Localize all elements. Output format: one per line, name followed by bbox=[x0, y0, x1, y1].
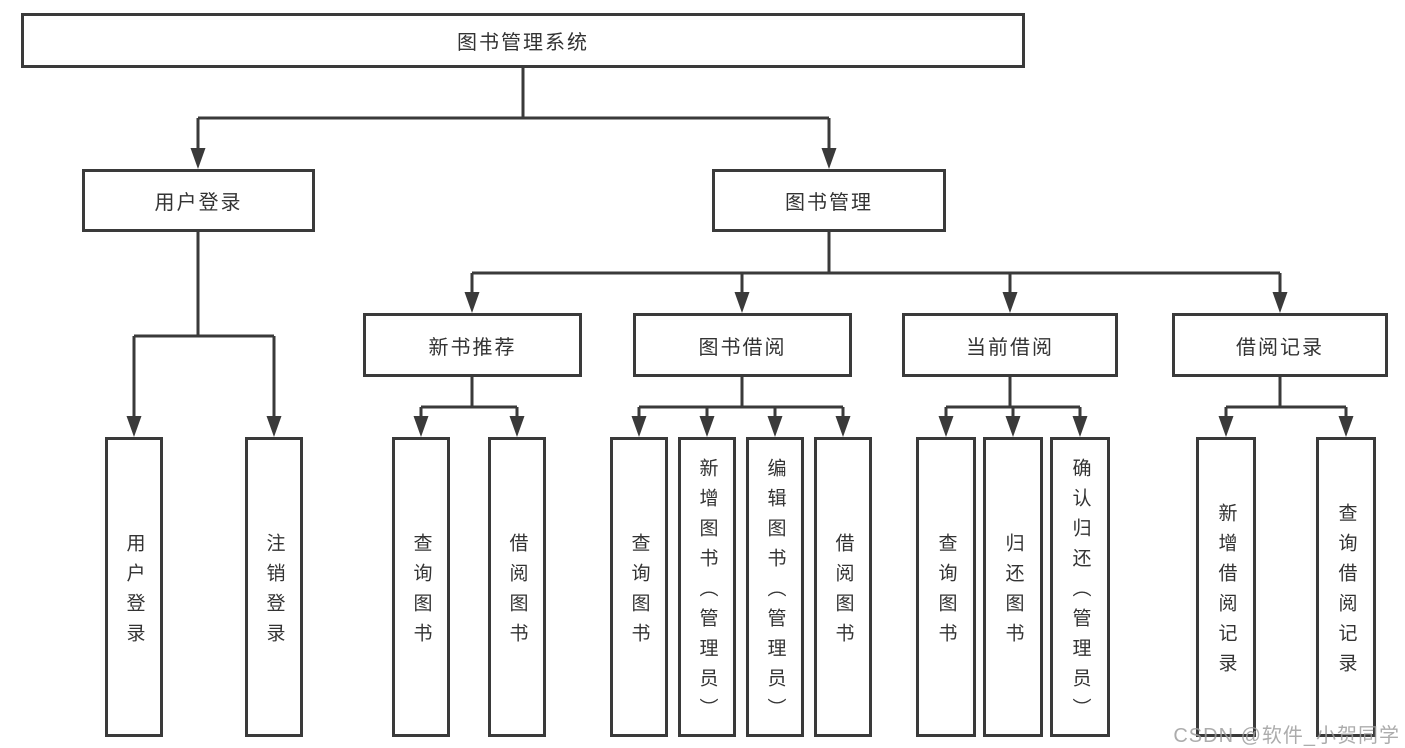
leaf-user-login: 用户登录 bbox=[105, 437, 163, 737]
leaf-cb-return-books: 归还图书 bbox=[983, 437, 1043, 737]
node-user-login: 用户登录 bbox=[82, 169, 315, 232]
leaf-bb-query-books: 查询图书 bbox=[610, 437, 668, 737]
node-borrowing-records: 借阅记录 bbox=[1172, 313, 1388, 377]
leaf-nbr-borrow-books: 借阅图书 bbox=[488, 437, 546, 737]
leaf-bb-add-books-admin: 新增图书（管理员） bbox=[678, 437, 736, 737]
leaf-cb-confirm-return-admin: 确认归还（管理员） bbox=[1050, 437, 1110, 737]
node-book-borrowing: 图书借阅 bbox=[633, 313, 852, 377]
leaf-cb-query-books: 查询图书 bbox=[916, 437, 976, 737]
leaf-bb-borrow-books: 借阅图书 bbox=[814, 437, 872, 737]
node-book-management: 图书管理 bbox=[712, 169, 946, 232]
leaf-logout: 注销登录 bbox=[245, 437, 303, 737]
leaf-br-query-borrow-record: 查询借阅记录 bbox=[1316, 437, 1376, 737]
node-root: 图书管理系统 bbox=[21, 13, 1025, 68]
node-current-borrowing: 当前借阅 bbox=[902, 313, 1118, 377]
csdn-watermark: CSDN @软件_小贺同学 bbox=[1173, 725, 1400, 747]
leaf-bb-edit-books-admin: 编辑图书（管理员） bbox=[746, 437, 804, 737]
leaf-nbr-query-books: 查询图书 bbox=[392, 437, 450, 737]
node-new-book-recommendation: 新书推荐 bbox=[363, 313, 582, 377]
arrowheads bbox=[126, 148, 1354, 437]
leaf-br-add-borrow-record: 新增借阅记录 bbox=[1196, 437, 1256, 737]
